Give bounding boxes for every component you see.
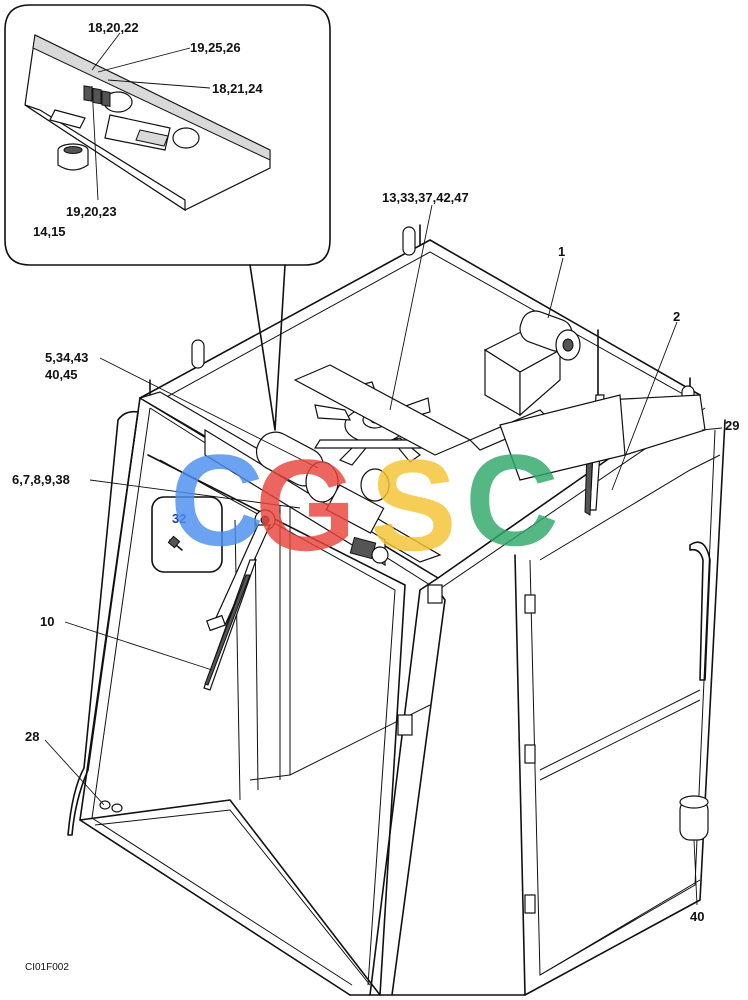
watermark-letter-3: S bbox=[370, 432, 457, 578]
callout-2: 2 bbox=[673, 309, 680, 324]
knob-part bbox=[57, 143, 89, 171]
rocker-switches bbox=[83, 85, 111, 107]
wiper-motor-top bbox=[519, 310, 599, 396]
callout-32: 32 bbox=[172, 511, 186, 526]
callout-40: 40 bbox=[690, 909, 704, 924]
detail-32-box bbox=[151, 496, 223, 573]
callout-labels: 18,20,22 19,25,26 18,21,24 19,20,23 14,1… bbox=[12, 20, 739, 924]
callout-29: 29 bbox=[725, 418, 739, 433]
callout-18-20-22: 18,20,22 bbox=[88, 20, 139, 35]
callout-40-45: 40,45 bbox=[45, 367, 78, 382]
detail-inset bbox=[4, 4, 331, 431]
watermark-letter-4: C bbox=[465, 427, 559, 573]
cab-frame bbox=[67, 224, 726, 996]
front-wiper bbox=[203, 509, 276, 691]
watermark: C G S C bbox=[170, 427, 559, 578]
callout-10: 10 bbox=[40, 614, 54, 629]
watermark-letter-2: G bbox=[255, 432, 356, 578]
figure-code: CI01F002 bbox=[25, 962, 69, 973]
callout-6-7-8-9-38: 6,7,8,9,38 bbox=[12, 472, 70, 487]
watermark-letter-1: C bbox=[170, 427, 264, 573]
callout-28: 28 bbox=[25, 729, 39, 744]
callout-19-25-26: 19,25,26 bbox=[190, 40, 241, 55]
callout-1: 1 bbox=[558, 244, 565, 259]
callout-5-34-43: 5,34,43 bbox=[45, 350, 88, 365]
leader-lines bbox=[44, 204, 723, 906]
callout-13-33-37-42-47: 13,33,37,42,47 bbox=[382, 190, 469, 205]
callout-18-21-24: 18,21,24 bbox=[212, 81, 263, 96]
callout-19-20-23: 19,20,23 bbox=[66, 204, 117, 219]
blower-unit bbox=[255, 431, 390, 564]
washer-nozzle-28 bbox=[99, 800, 123, 813]
washer-tank-40 bbox=[679, 795, 709, 841]
detail-pointer bbox=[249, 264, 286, 431]
callout-14-15: 14,15 bbox=[33, 224, 66, 239]
